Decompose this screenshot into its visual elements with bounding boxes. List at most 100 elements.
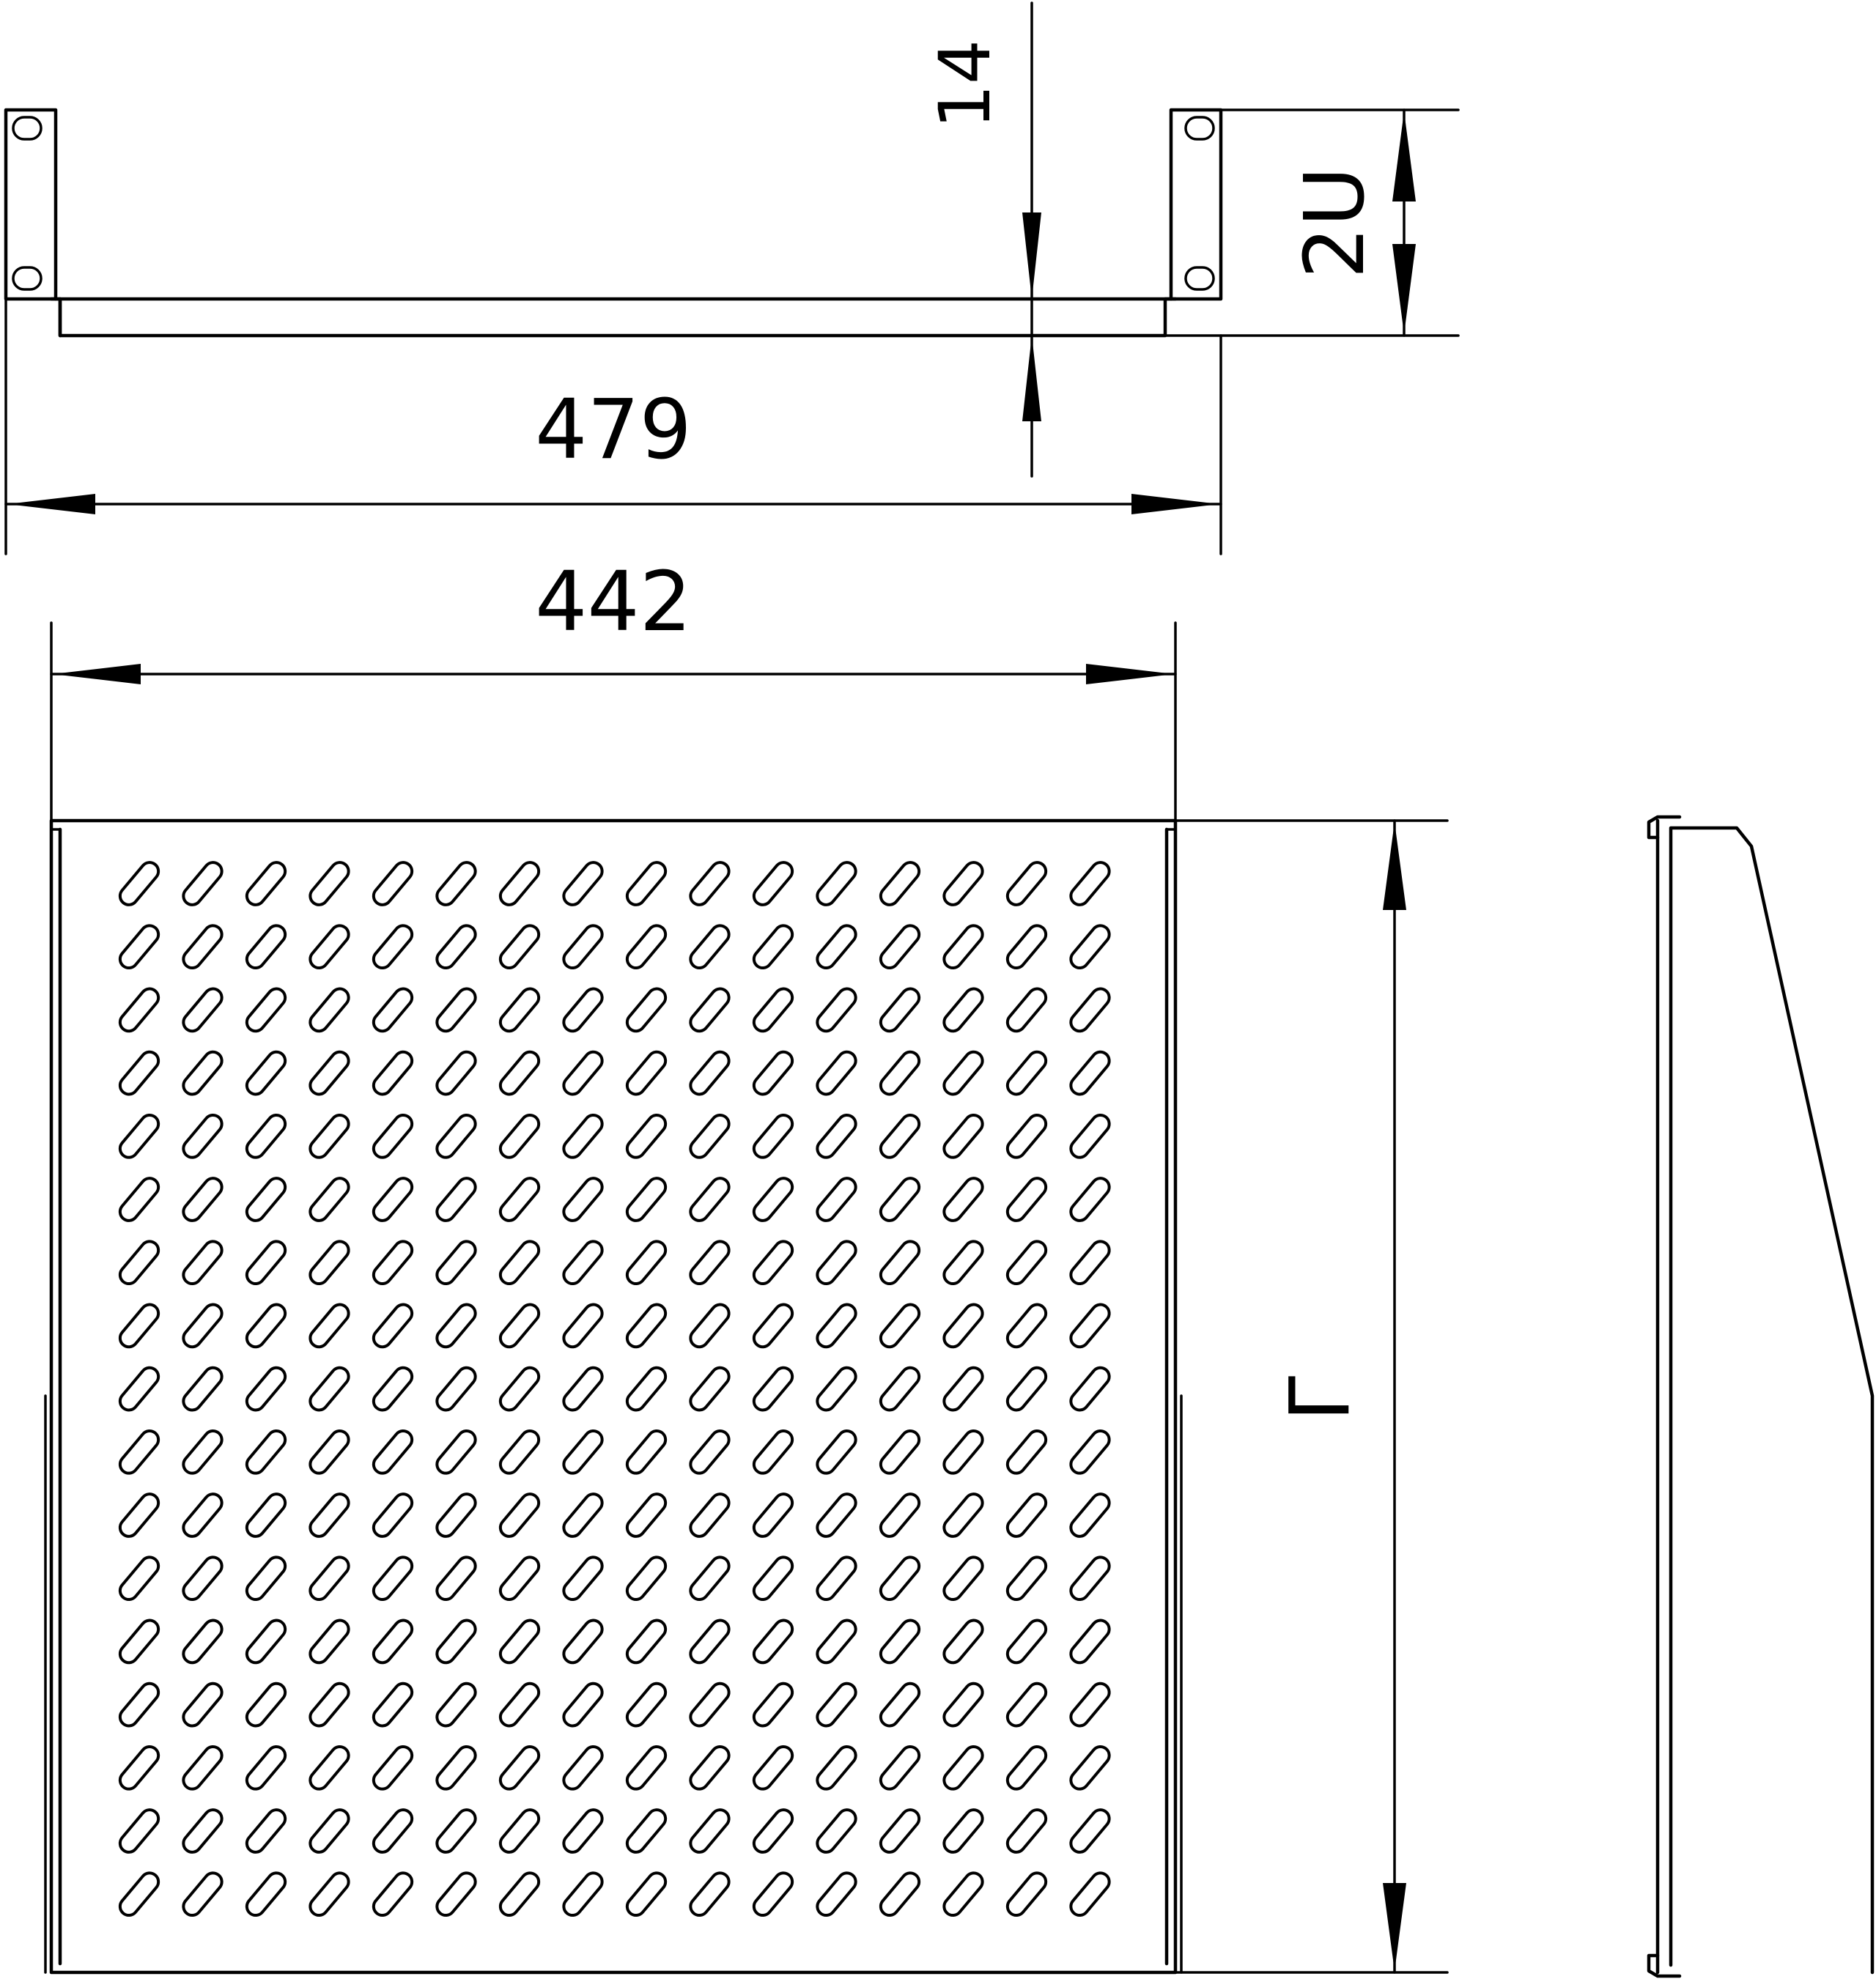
vent-slot [689,1050,731,1096]
vent-slot [816,1619,857,1665]
vent-slot [625,1113,668,1159]
vent-slot [118,1177,160,1222]
vent-slot [1069,1050,1111,1096]
vent-slot [816,1050,857,1096]
vent-slot [562,924,604,970]
vent-slot [816,1113,857,1159]
vent-slot [752,1177,794,1222]
vent-slot [816,1240,857,1286]
vent-slot [435,1113,477,1159]
vent-slot [435,1429,477,1475]
vent-slot [1069,1871,1111,1917]
vent-slot [118,1303,160,1349]
vent-slot [1069,1366,1111,1412]
vent-slot [625,1303,668,1349]
vent-slot [1005,1240,1048,1286]
vent-slot [182,1871,224,1917]
vent-slot [118,1682,160,1728]
vent-slot [309,987,350,1033]
vent-slot [1005,1303,1048,1349]
vent-slot [372,1240,414,1286]
vent-slot [1069,1303,1111,1349]
vent-slot [562,1303,604,1349]
vent-slot [752,1682,794,1728]
vent-slot [245,1303,287,1349]
vent-slot [309,1808,350,1854]
vent-slot [245,1177,287,1222]
vent-slot [309,1871,350,1917]
vent-slot [562,1619,604,1665]
vent-slot [498,1177,541,1222]
vent-slot [182,1177,224,1222]
vent-slot [1005,861,1048,906]
vent-slot [498,1303,541,1349]
vent-slot [372,1366,414,1412]
vent-slot [435,861,477,906]
vent-slot [245,1556,287,1602]
vent-slot [562,1113,604,1159]
vent-slot [689,1808,731,1854]
vent-slot [435,1303,477,1349]
vent-slot [942,987,984,1033]
vent-slot [562,1556,604,1602]
vent-slot [625,1050,668,1096]
vent-slot [816,1429,857,1475]
vent-slot [498,1619,541,1665]
vent-slot [625,861,668,906]
vent-slot [1069,1492,1111,1538]
vent-slot [435,1745,477,1791]
vent-slot [372,1113,414,1159]
vent-slot [372,1429,414,1475]
vent-slot [942,1808,984,1854]
vent-slot [182,1619,224,1665]
vent-slot [245,1240,287,1286]
vent-slot [1005,1050,1048,1096]
vent-slot [309,1050,350,1096]
ventilation-slots [118,861,1111,1917]
vent-slot [752,1492,794,1538]
vent-slot [942,1303,984,1349]
vent-slot [879,1177,921,1222]
side-top-hem [1647,815,1682,840]
vent-slot [435,1808,477,1854]
vent-slot [752,987,794,1033]
vent-slot [752,861,794,906]
vent-slot [625,1429,668,1475]
vent-slot [182,861,224,906]
vent-slot [309,1240,350,1286]
vent-slot [562,1871,604,1917]
vent-slot [879,861,921,906]
right-mounting-ear [1169,108,1223,301]
vent-slot [309,1429,350,1475]
vent-slot [1069,987,1111,1033]
vent-slot [372,861,414,906]
vent-slot [1005,1113,1048,1159]
vent-slot [942,1556,984,1602]
vent-slot [942,924,984,970]
vent-slot [562,1240,604,1286]
vent-slot [689,1619,731,1665]
vent-slot [309,1177,350,1222]
vent-slot [689,924,731,970]
vent-slot [625,1556,668,1602]
vent-slot [118,1366,160,1412]
vent-slot [879,1366,921,1412]
vent-slot [689,1556,731,1602]
vent-slot [498,924,541,970]
vent-slot [1005,1682,1048,1728]
vent-slot [498,1682,541,1728]
vent-slot [372,987,414,1033]
vent-slot [498,1050,541,1096]
vent-slot [942,1113,984,1159]
vent-slot [309,861,350,906]
vent-slot [625,1366,668,1412]
dim-text-442: 442 [535,555,692,650]
vent-slot [118,1492,160,1538]
vent-slot [309,1492,350,1538]
vent-slot [942,1745,984,1791]
vent-slot [245,924,287,970]
vent-slot [562,1682,604,1728]
vent-slot [816,1177,857,1222]
vent-slot [245,1745,287,1791]
vent-slot [879,1745,921,1791]
